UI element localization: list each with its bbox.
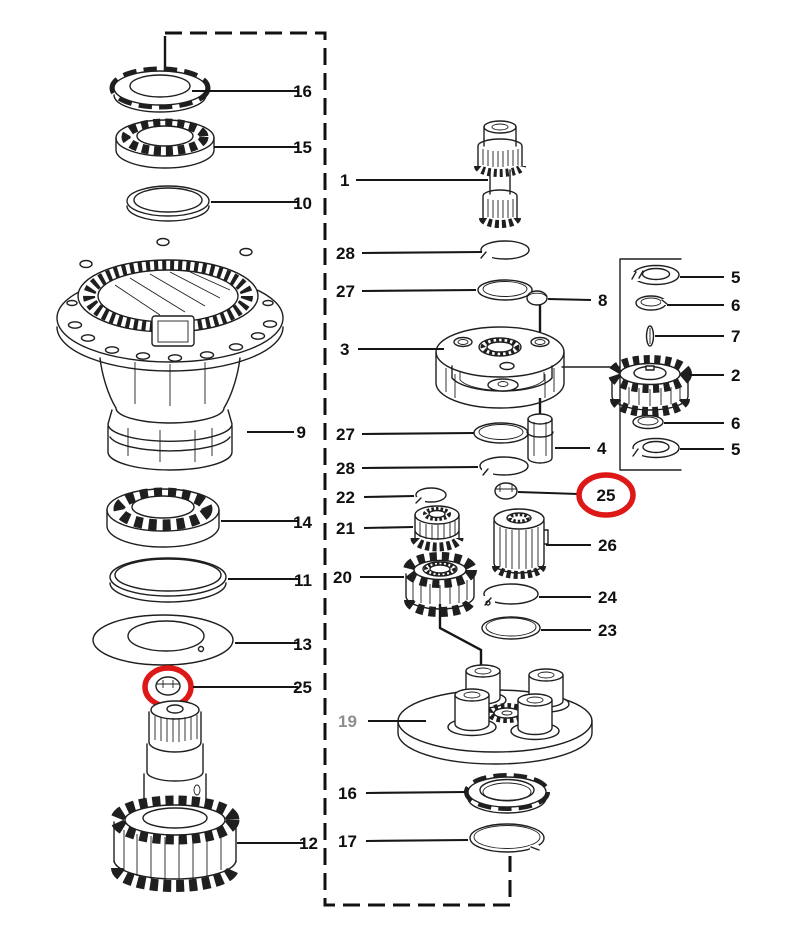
callout-center-16: 16 — [338, 784, 357, 803]
callout-right-8: 8 — [598, 291, 607, 310]
sub-assembly-bracket — [619, 258, 682, 471]
part-28-snap-ring-lower-drawing — [479, 456, 529, 477]
callout-left-16: 16 — [293, 82, 312, 101]
callout-left-11: 11 — [294, 571, 312, 590]
part-25-plug-right-drawing — [494, 482, 518, 500]
part-20-gear-drawing — [403, 552, 477, 617]
leader-center-17 — [365, 838, 469, 843]
part-19-carrier-assembly-drawing — [397, 664, 593, 765]
callout-center-3: 3 — [340, 340, 349, 359]
leader-center-22 — [363, 494, 415, 499]
part-12-shaft-gear-drawing — [110, 700, 240, 892]
part-11-ring-drawing — [109, 557, 227, 603]
part-21-sun-gear-drawing — [410, 505, 464, 552]
callout-center-27-lower: 27 — [336, 425, 355, 444]
part-24-snap-ring-drawing — [483, 583, 539, 606]
part-4-planet-shaft-drawing — [526, 413, 554, 464]
part-5-lock-washer-lower-drawing — [632, 437, 680, 459]
leader-right-25 — [517, 490, 579, 496]
assembly-axis-dashed-line — [165, 31, 512, 907]
callout-left-13: 13 — [293, 635, 312, 654]
part-8-plug-drawing — [526, 290, 548, 306]
part-1-input-shaft-drawing — [474, 120, 526, 228]
part-25-plug-left-drawing — [155, 676, 181, 696]
part-28-snap-ring-upper-drawing — [480, 240, 530, 261]
callout-left-14: 14 — [293, 513, 312, 532]
callout-box-6-upper: 6 — [731, 296, 740, 315]
leader-center-16 — [365, 790, 467, 795]
callout-right-25: 25 — [597, 486, 616, 505]
leader-center-28-upper — [361, 250, 483, 255]
leader-center-28-lower — [361, 465, 479, 470]
part-6-ring-lower-drawing — [632, 414, 664, 430]
part-22-clip-drawing — [415, 487, 447, 504]
part-16-ring-nut-bottom-drawing — [464, 773, 550, 814]
leader-center-27-upper — [361, 288, 477, 293]
callout-center-20: 20 — [333, 568, 352, 587]
callout-box-5-lower: 5 — [731, 440, 740, 459]
callout-center-22: 22 — [336, 488, 355, 507]
callout-left-12: 12 — [299, 834, 318, 853]
part-6-ring-upper-drawing — [635, 295, 669, 311]
callout-center-21: 21 — [336, 519, 355, 538]
callout-left-10: 10 — [293, 194, 312, 213]
part-2-planet-gear-drawing — [608, 355, 692, 417]
part-14-roller-bearing-drawing — [106, 487, 220, 548]
leader-right-8 — [547, 297, 592, 302]
callout-left-25: 25 — [293, 678, 312, 697]
flange-bolt-holes — [66, 299, 278, 362]
part-15-bearing-drawing — [115, 118, 215, 169]
part-9-gear-housing-drawing — [56, 237, 284, 471]
callout-right-23: 23 — [598, 621, 617, 640]
highlight-circle-label-25-right — [576, 472, 636, 518]
connector-part20-to-part19 — [438, 604, 483, 666]
part-23-ring-drawing — [481, 616, 541, 640]
part-3-planet-carrier-drawing — [435, 326, 565, 409]
part-17-ring-bottom-drawing — [469, 823, 545, 853]
part-26-splined-coupling-drawing — [492, 508, 549, 579]
part-27-ring-lower-drawing — [473, 422, 529, 444]
leader-center-21 — [363, 525, 414, 530]
part-7-pin-drawing — [645, 325, 655, 347]
leader-center-27-lower — [361, 431, 475, 436]
part-13-thrust-washer-drawing — [92, 614, 234, 666]
callout-right-4: 4 — [597, 439, 607, 458]
callout-center-27-upper: 27 — [336, 282, 355, 301]
part-5-lock-washer-upper-drawing — [630, 264, 680, 286]
callout-box-5-upper: 5 — [731, 268, 740, 287]
leader-lines — [192, 89, 724, 845]
callout-center-28-lower: 28 — [336, 459, 355, 478]
callout-box-7: 7 — [731, 327, 740, 346]
callout-left-9: 9 — [297, 423, 306, 442]
callout-box-6-lower: 6 — [731, 414, 740, 433]
part-10-ring-drawing — [126, 185, 210, 222]
callout-right-26: 26 — [598, 536, 617, 555]
callout-center-28-upper: 28 — [336, 244, 355, 263]
callout-left-15: 15 — [293, 138, 312, 157]
part-16-round-lock-nut-drawing — [109, 66, 211, 113]
callout-right-24: 24 — [598, 588, 617, 607]
callout-center-19: 19 — [338, 712, 357, 731]
part-27-ring-upper-drawing — [477, 279, 533, 301]
callout-box-2: 2 — [731, 366, 740, 385]
callout-center-1: 1 — [340, 171, 349, 190]
callout-center-17: 17 — [338, 832, 357, 851]
